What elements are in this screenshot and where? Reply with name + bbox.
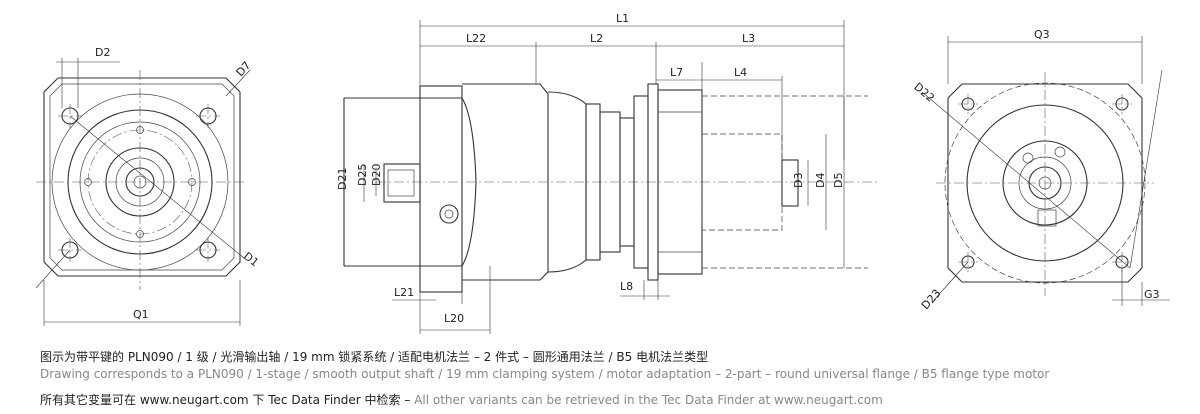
dim-d4: D4 [814,173,827,188]
rear-view-motor: Q3 D22 D23 G3 [911,28,1170,312]
dim-d21: D21 [336,168,349,190]
caption-chinese: 图示为带平键的 PLN090 / 1 级 / 光滑输出轴 / 19 mm 锁紧系… [40,350,709,364]
dim-q3: Q3 [1034,28,1050,41]
dim-d22: D22 [911,80,937,104]
dim-l7: L7 [670,66,683,79]
dim-l3: L3 [742,32,755,45]
dim-l22: L22 [466,32,486,45]
caption-english: Drawing corresponds to a PLN090 / 1-stag… [40,367,1050,381]
dim-l21: L21 [394,286,414,299]
dim-d1: D1 [241,250,261,270]
dim-g3: G3 [1144,288,1160,301]
caption-link-line: 所有其它变量可在 www.neugart.com 下 Tec Data Find… [40,391,883,408]
dim-d3: D3 [792,173,805,188]
caption-link-zh: 所有其它变量可在 www.neugart.com 下 Tec Data Find… [40,393,411,407]
dim-d7: D7 [234,59,254,79]
dim-q1: Q1 [133,308,149,321]
dim-d2: D2 [95,46,110,59]
dim-l4: L4 [734,66,747,79]
front-view-output: D2 D7 D1 Q1 [35,46,261,326]
caption-link-en: All other variants can be retrieved in t… [414,393,883,407]
dim-d20: D20 [370,164,383,186]
dim-l1: L1 [616,12,629,25]
dim-d25: D25 [356,164,369,186]
technical-drawing: D2 D7 D1 Q1 [35,12,1170,334]
dim-d5: D5 [832,173,845,188]
dim-l20: L20 [444,312,464,325]
side-view: L1 L22 L2 L3 L7 L4 D21 D25 D20 D3 D4 D5 … [336,12,880,334]
dim-l8: L8 [620,280,633,293]
dim-l2: L2 [590,32,603,45]
dim-d23: D23 [919,287,944,312]
